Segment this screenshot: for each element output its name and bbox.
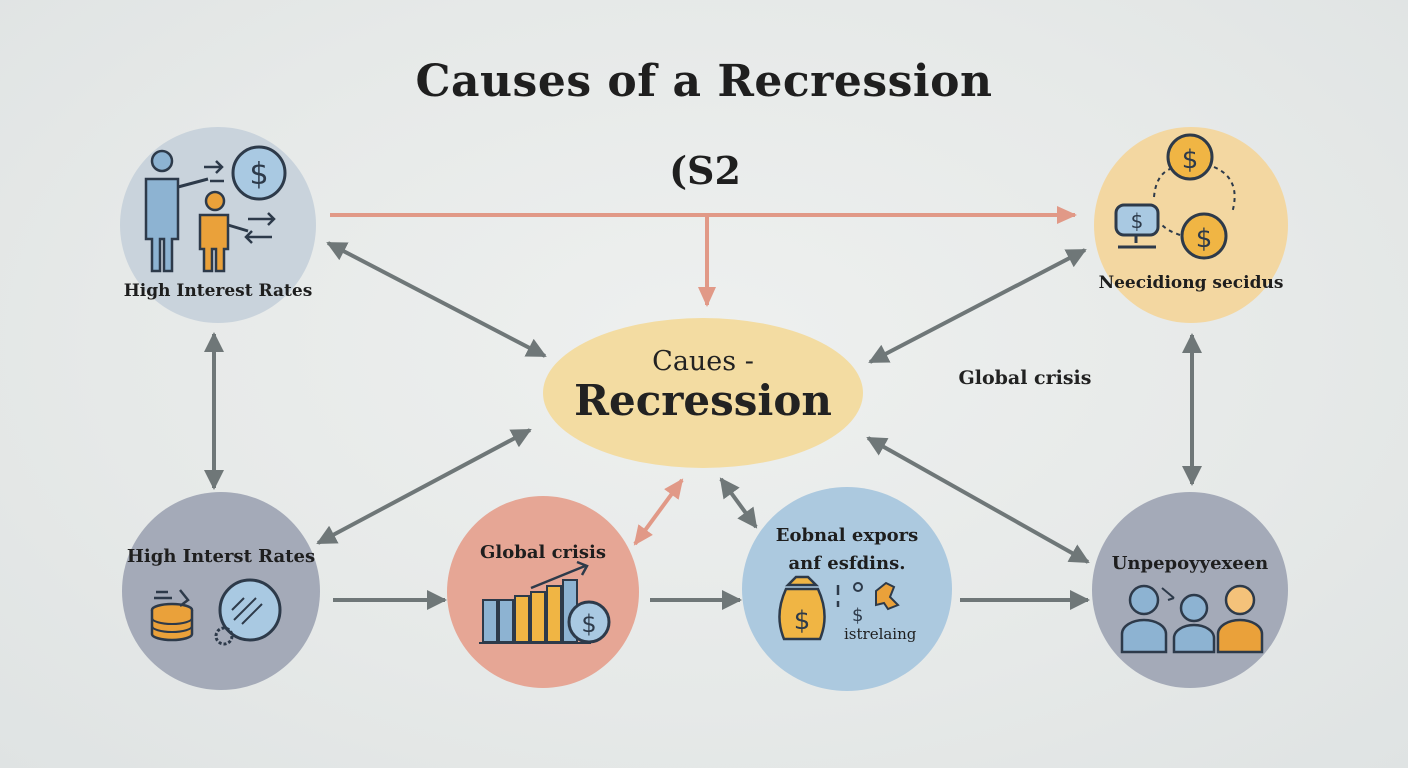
bar-chart-money-icon: $ [479,560,611,644]
money-bag-icon: $ $ [778,575,900,641]
svg-text:$: $ [249,157,268,192]
node-bottom-mid-right-icon-text: istrelaing [844,625,917,643]
center-line2: Recression [574,376,832,425]
node-bottom-mid-right: $ $ Eobnal expors anf esfdins. istrelain… [742,487,952,691]
arrow-crisis-center [633,478,684,546]
svg-text:$: $ [581,610,596,638]
node-bottom-left-label: High Interst Rates [126,546,316,567]
svg-text:$: $ [852,605,863,626]
diagram-title: Causes of a Recression [415,56,993,107]
node-top-left-label: High Interest Rates [123,281,313,301]
people-money-icon: $ [144,145,287,273]
node-bottom-right: Unpepoyyexeen [1092,492,1288,688]
node-bottom-left: High Interst Rates [122,492,320,690]
node-bottom-mid-left: $ Global crisis [447,496,639,688]
arrow-bottomright-center [866,436,1090,564]
arrow-topleft-center [326,241,547,358]
svg-text:$: $ [1196,224,1213,254]
diagram-subtitle: (S2 [669,148,741,193]
coins-gear-icon [150,578,282,646]
arrow-topright-center [868,248,1087,364]
money-cycle-icon: $ $ $ [1114,133,1236,260]
svg-text:$: $ [794,606,811,636]
node-bottom-mid-right-line1: Eobnal expors [775,525,919,546]
node-top-left: $ High Interest Rates [120,127,316,323]
center-recession-node: Caues - Recression [543,318,863,468]
global-crisis-label: Global crisis [958,367,1092,389]
node-top-right: $ $ $ Neecidiong secidus [1094,127,1288,323]
node-bottom-mid-right-line2: anf esfdins. [788,553,906,574]
arrow-center-exports [719,477,758,529]
svg-text:$: $ [1131,209,1144,233]
node-top-right-label: Neecidiong secidus [1098,273,1284,293]
node-bottom-mid-left-label: Global crisis [480,542,606,563]
node-bottom-right-label: Unpepoyyexeen [1111,553,1269,574]
center-line1: Caues - [652,346,754,377]
arrow-bottomleft-center [316,428,532,545]
svg-text:$: $ [1182,145,1199,175]
people-group-icon [1120,584,1264,654]
